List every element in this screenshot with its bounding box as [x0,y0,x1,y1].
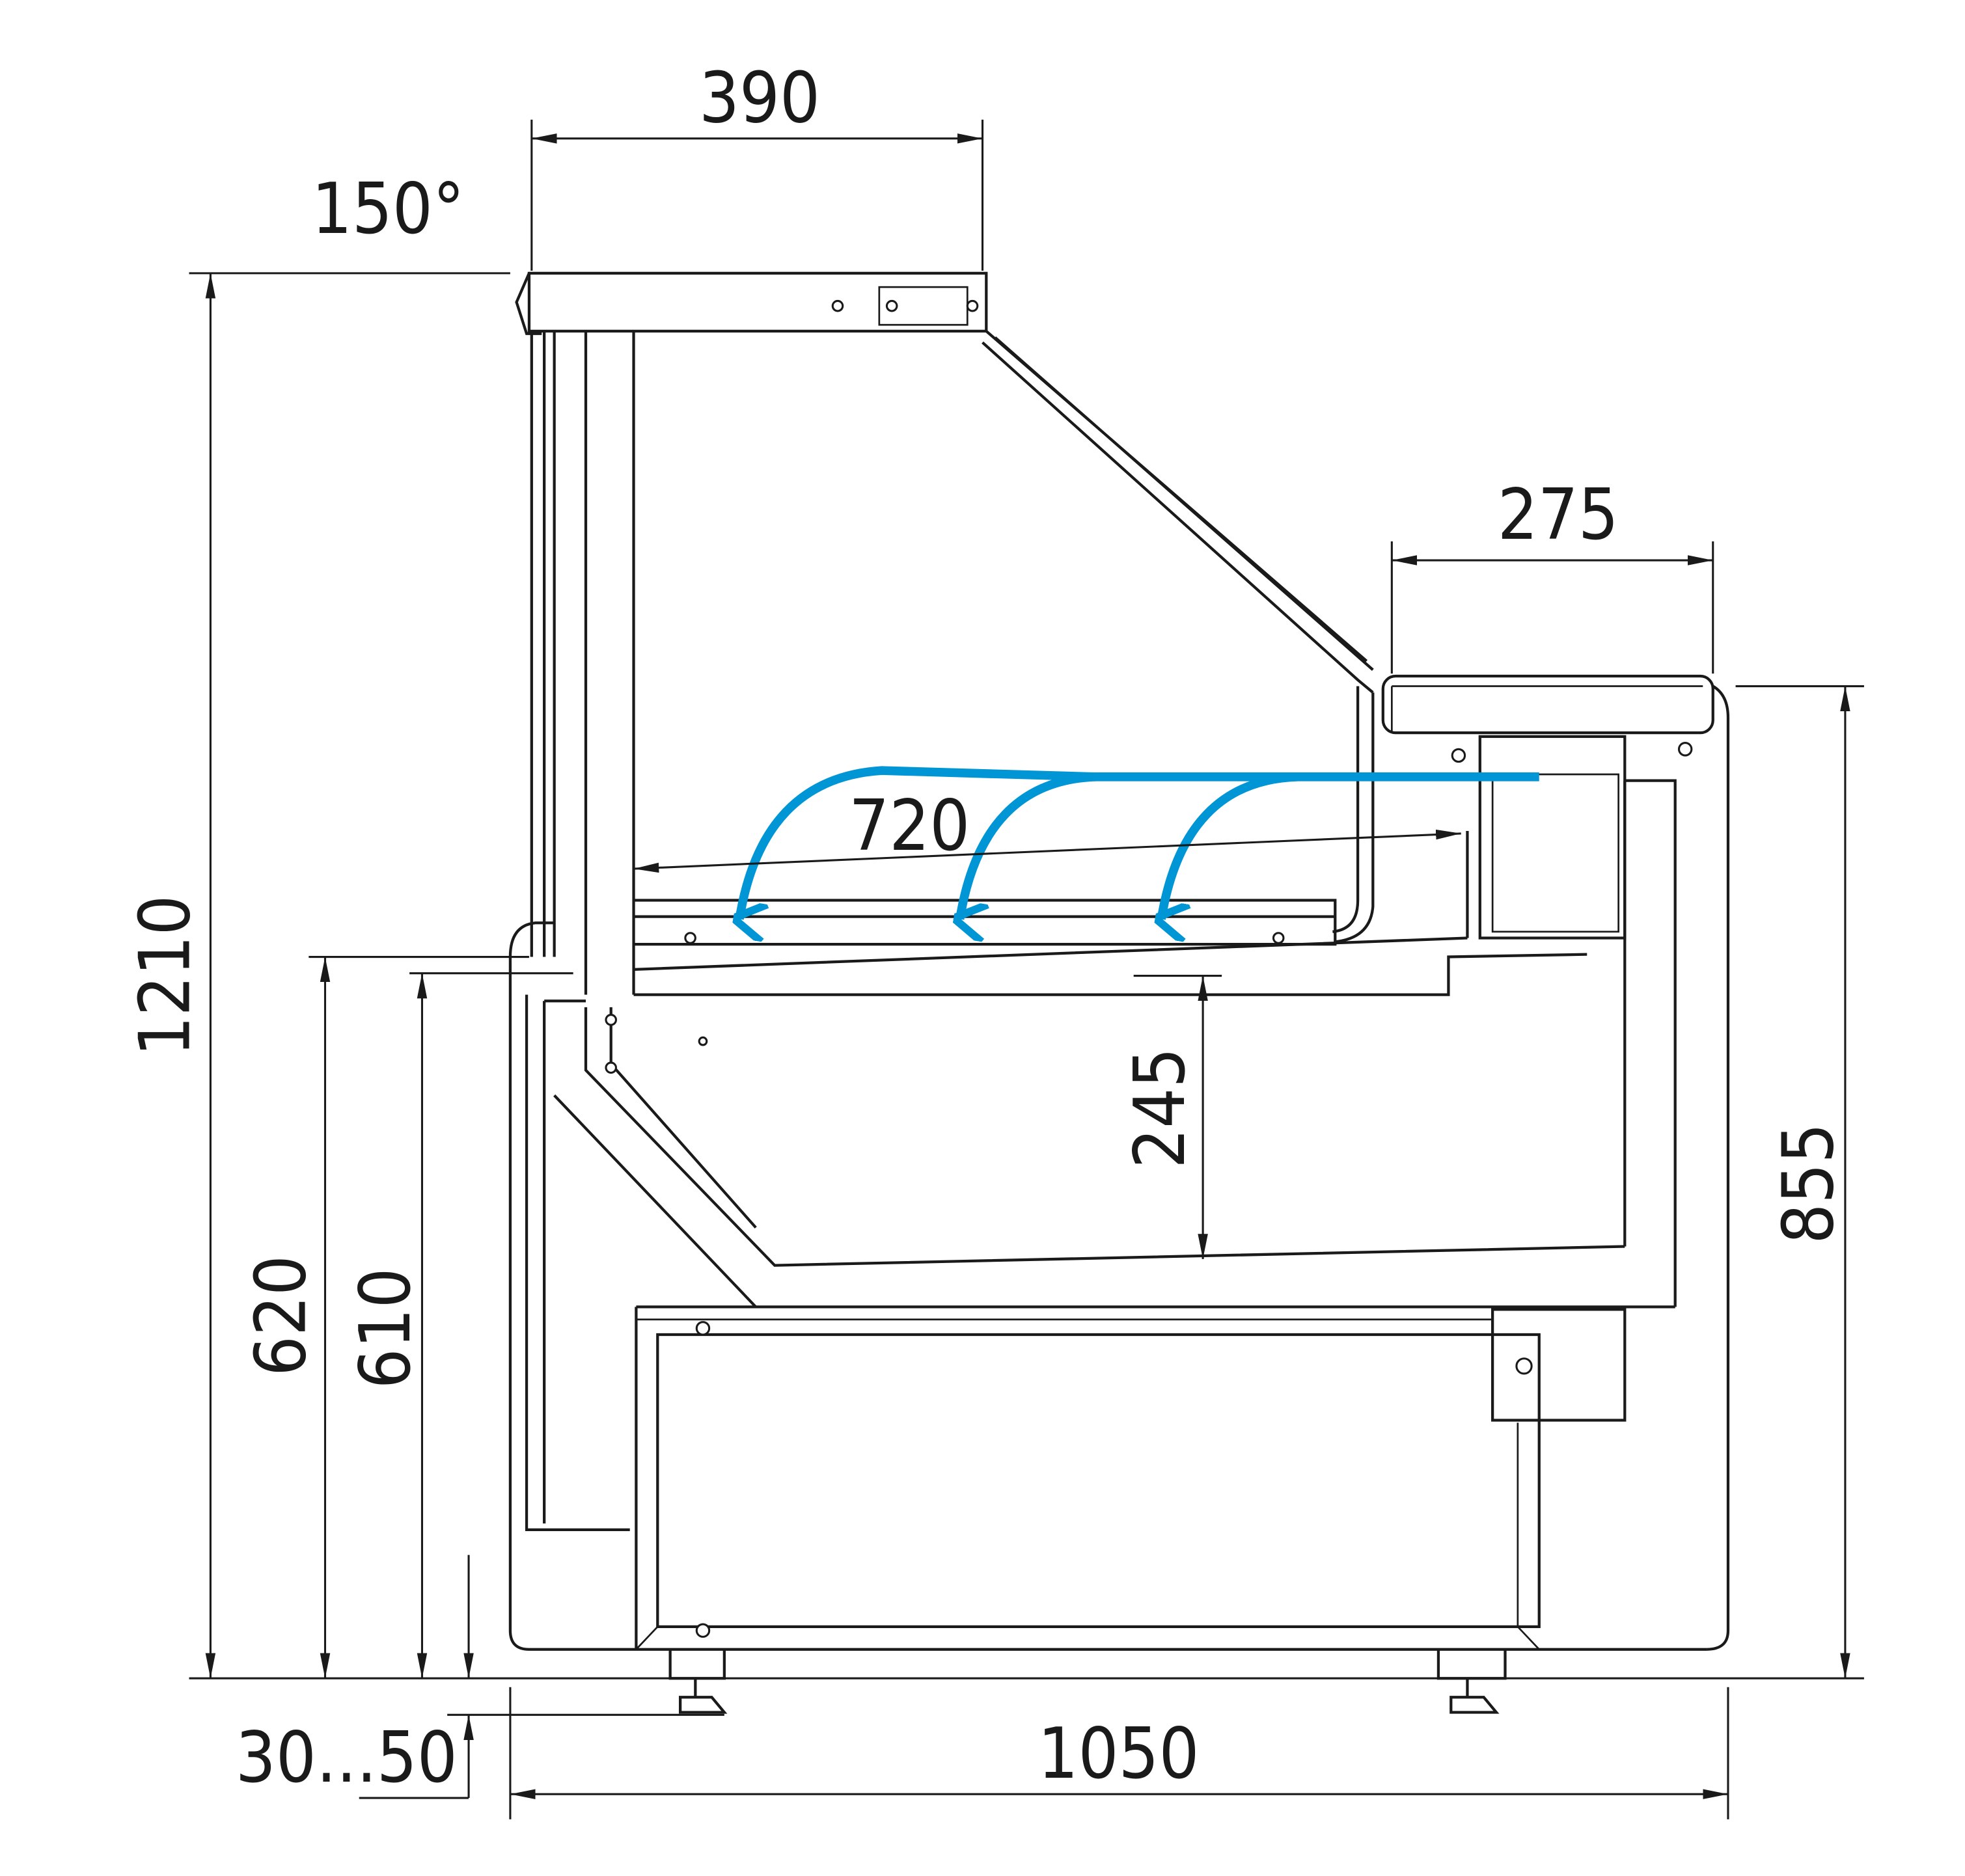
counter-outline [508,271,1730,1714]
airflow-curtain [1161,772,1539,919]
adjustable-feet [668,1649,1507,1714]
label-150-degrees: 150° [312,167,465,250]
label-1050: 1050 [1037,1712,1199,1795]
control-knob [1515,1357,1533,1375]
rear-wall [1707,685,1730,1651]
dimension-lines [189,119,1864,1819]
label-610: 610 [344,1268,426,1389]
rear-top-shelf [1381,674,1714,735]
label-275: 275 [1498,473,1619,556]
evaporator-box [1478,735,1627,940]
canopy-front-cap [515,273,542,335]
label-390: 390 [699,57,820,139]
label-855: 855 [1767,1123,1850,1244]
label-245: 245 [1118,1048,1201,1169]
bolts [605,299,1693,1638]
rear-panel [1332,686,1375,944]
lower-tub [584,1007,1625,1267]
label-620: 620 [240,1255,322,1376]
label-30-50: 30...50 [236,1716,458,1799]
airflow-arrow-front [739,766,1096,919]
front-inner-wall [525,994,630,1532]
front-lower [508,921,1707,1651]
airflow-arrows [739,766,1539,919]
machine-compartment [656,1333,1541,1629]
tub-floor [633,831,1587,996]
dimension-labels: 390 150° 275 720 245 1210 620 610 855 10… [124,57,1850,1799]
inner-post [584,331,635,995]
front-post [530,331,556,957]
evaporator-inner [1491,773,1619,933]
label-1210: 1210 [124,895,206,1057]
base-deck [553,1094,1675,1650]
rear-column [1623,779,1677,1307]
control-box [1491,1308,1627,1422]
front-glass [982,330,1374,694]
machine-frame [635,1318,1541,1650]
canopy [527,271,988,333]
label-720: 720 [849,784,970,867]
rear-shelf-inner [1390,685,1703,733]
dim-720-line [633,829,1461,873]
